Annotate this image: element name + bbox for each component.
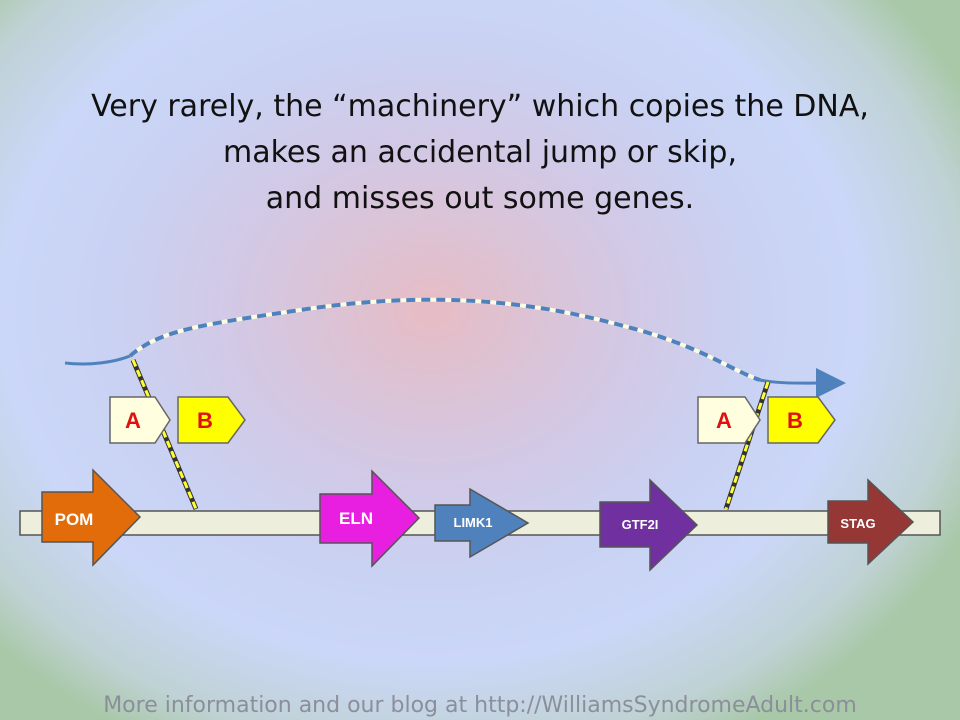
left-flank-b-label: B <box>197 408 213 433</box>
right-flank-a-label: A <box>716 408 732 433</box>
gene-eln-label: ELN <box>339 509 373 528</box>
footer-link-text: More information and our blog at http://… <box>103 693 857 718</box>
left-jump-connector-dash <box>131 359 198 510</box>
copy-path-end <box>759 368 846 399</box>
left-flank-a-label: A <box>125 408 141 433</box>
gene-eln: ELN <box>319 469 421 568</box>
gene-pom: POM <box>41 468 142 567</box>
gene-limk1: LIMK1 <box>434 487 530 559</box>
title-line-3: and misses out some genes. <box>265 181 695 216</box>
copy-path-start <box>64 354 131 366</box>
right-jump-connector-dash <box>724 381 770 510</box>
gene-gtf2i: GTF2I <box>599 478 699 572</box>
left-flank-a: A <box>109 396 171 444</box>
right-flank-a: A <box>697 396 761 444</box>
left-flank-b: B <box>177 396 246 444</box>
gene-pom-label: POM <box>55 510 94 529</box>
slide-title: Very rarely, the “machinery” which copie… <box>0 84 960 222</box>
title-line-1: Very rarely, the “machinery” which copie… <box>91 89 869 124</box>
right-flank-b-label: B <box>787 408 803 433</box>
title-line-2: makes an accidental jump or skip, <box>223 135 737 170</box>
gene-limk1-label: LIMK1 <box>454 515 493 530</box>
gene-stag-label: STAG <box>840 516 875 531</box>
copy-path-jump <box>128 297 761 382</box>
gene-gtf2i-label: GTF2I <box>622 517 659 532</box>
gene-stag: STAG <box>827 478 915 566</box>
right-flank-b: B <box>767 396 836 444</box>
